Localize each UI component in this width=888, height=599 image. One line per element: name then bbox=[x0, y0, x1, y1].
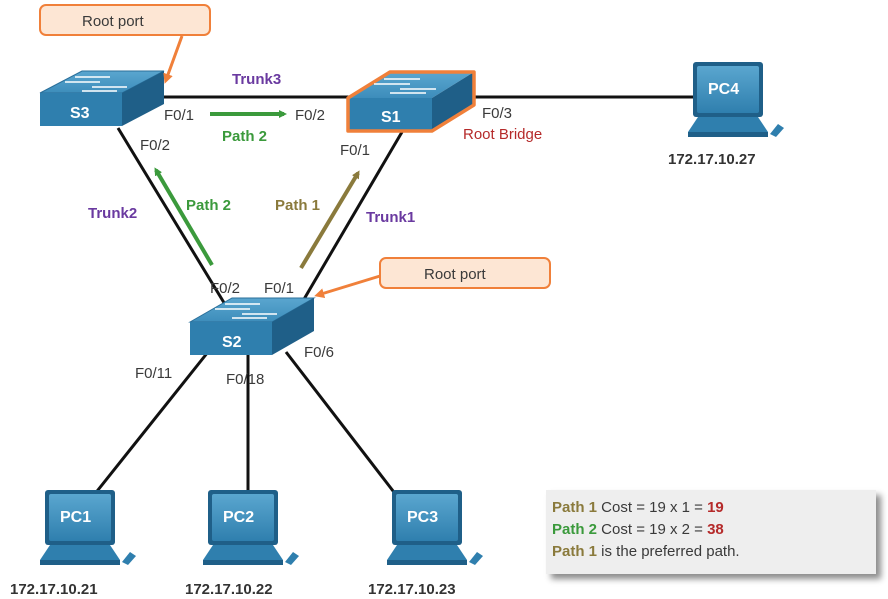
path2-label-top: Path 2 bbox=[222, 128, 267, 145]
switch-s1-label: S1 bbox=[381, 109, 401, 126]
cost-row-path1: Path 1 Cost = 19 x 1 = 19 bbox=[552, 497, 876, 519]
s2-port-f01: F0/1 bbox=[264, 280, 294, 297]
s1-port-f01: F0/1 bbox=[340, 142, 370, 159]
mouse-icon bbox=[122, 552, 136, 565]
pc2-label: PC2 bbox=[223, 509, 254, 526]
trunk2-label: Trunk2 bbox=[88, 205, 137, 222]
callout-right-text: Root port bbox=[424, 266, 487, 283]
s2-pc3-link bbox=[284, 351, 402, 501]
pc3[interactable]: PC3 bbox=[387, 490, 483, 565]
cost-row-path1-result: 19 bbox=[707, 499, 724, 516]
root-bridge-highlight bbox=[346, 70, 476, 133]
switch-s3[interactable]: S3 bbox=[39, 70, 165, 126]
trunk2-link bbox=[116, 127, 228, 307]
pc1-ip: 172.17.10.21 bbox=[10, 581, 98, 598]
links bbox=[88, 95, 700, 501]
switch-s3-label: S3 bbox=[70, 105, 90, 122]
s2-pc1-link bbox=[88, 351, 210, 501]
cost-row-preferred-path: Path 1 bbox=[552, 543, 598, 560]
root-bridge-label: Root Bridge bbox=[463, 126, 542, 143]
pc3-ip: 172.17.10.23 bbox=[368, 581, 456, 598]
s2-port-f06: F0/6 bbox=[304, 344, 334, 361]
cost-row-path2: Path 2 Cost = 19 x 2 = 38 bbox=[552, 519, 876, 541]
mouse-icon bbox=[285, 552, 299, 565]
cost-row-preferred-text: is the preferred path. bbox=[597, 543, 740, 560]
switch-arrows-icon bbox=[374, 78, 436, 94]
s2-port-f018: F0/18 bbox=[226, 371, 264, 388]
path1-label: Path 1 bbox=[275, 197, 320, 214]
path1-arrow-diagonal bbox=[299, 170, 360, 270]
s1-port-f02: F0/2 bbox=[295, 107, 325, 124]
root-port-callout-top: Root port bbox=[39, 4, 211, 84]
s3-port-f02: F0/2 bbox=[140, 137, 170, 154]
switch-s2[interactable]: S2 bbox=[188, 297, 316, 355]
pc1[interactable]: PC1 bbox=[40, 490, 136, 565]
mouse-icon bbox=[770, 124, 784, 137]
callout-top-text: Root port bbox=[82, 13, 145, 30]
pc2[interactable]: PC2 bbox=[203, 490, 299, 565]
pc1-label: PC1 bbox=[60, 509, 91, 526]
cost-row-path2-result: 38 bbox=[707, 521, 724, 538]
cost-row-path2-formula: Cost = 19 x 2 = bbox=[597, 521, 708, 538]
switch-arrows-icon bbox=[65, 76, 127, 92]
trunk1-link bbox=[298, 131, 404, 307]
pc4[interactable]: PC4 bbox=[688, 62, 784, 137]
s2-port-f02: F0/2 bbox=[210, 280, 240, 297]
pc3-label: PC3 bbox=[407, 509, 438, 526]
trunk1-label: Trunk1 bbox=[366, 209, 415, 226]
switch-s1[interactable]: S1 bbox=[346, 70, 476, 133]
path2-arrow-diagonal bbox=[154, 167, 214, 267]
pc4-label: PC4 bbox=[708, 81, 739, 98]
cost-row-path1-formula: Cost = 19 x 1 = bbox=[597, 499, 708, 516]
trunk3-label: Trunk3 bbox=[232, 71, 281, 88]
cost-row-path2-name: Path 2 bbox=[552, 521, 598, 538]
s2-port-f011: F0/11 bbox=[135, 365, 172, 382]
pc4-ip: 172.17.10.27 bbox=[668, 151, 756, 168]
cost-row-preferred: Path 1 is the preferred path. bbox=[552, 541, 876, 563]
s1-port-f03: F0/3 bbox=[482, 105, 512, 122]
switch-s2-label: S2 bbox=[222, 334, 242, 351]
path-cost-summary: Path 1 Cost = 19 x 1 = 19 Path 2 Cost = … bbox=[546, 490, 876, 574]
pc2-ip: 172.17.10.22 bbox=[185, 581, 273, 598]
root-port-callout-right: Root port bbox=[314, 257, 551, 299]
cost-row-path1-name: Path 1 bbox=[552, 499, 598, 516]
switch-arrows-icon bbox=[215, 303, 277, 319]
path2-label-left: Path 2 bbox=[186, 197, 231, 214]
s3-port-f01: F0/1 bbox=[164, 107, 194, 124]
mouse-icon bbox=[469, 552, 483, 565]
